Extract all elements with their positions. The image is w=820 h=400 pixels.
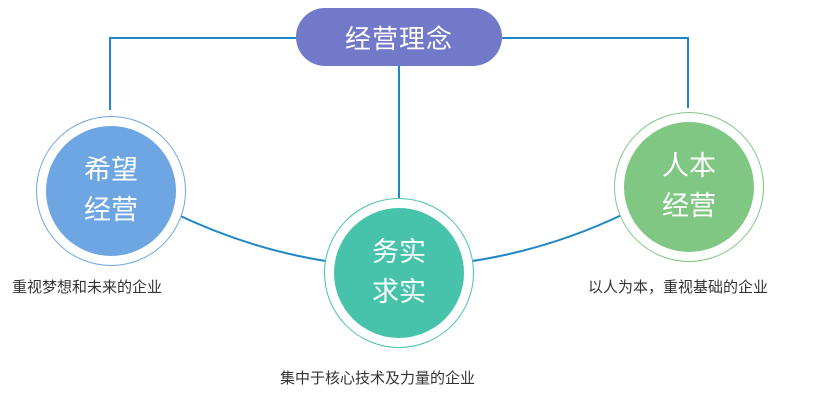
node-pragmatic-line1: 务实: [372, 237, 426, 268]
connector-title-right: [502, 37, 689, 108]
node-people-line1: 人本: [662, 151, 716, 182]
node-hope-disc: 希望 经营: [46, 126, 176, 256]
node-hope-line2: 经营: [84, 195, 138, 226]
title-pill: 经营理念: [296, 8, 502, 66]
node-people-oriented: 人本 经营: [614, 112, 764, 262]
title-text: 经营理念: [344, 24, 453, 55]
node-people-disc: 人本 经营: [624, 122, 754, 252]
node-pragmatic-disc: 务实 求实: [334, 208, 464, 338]
node-hope-line1: 希望: [84, 155, 138, 186]
caption-people: 以人为本，重视基础的企业: [588, 278, 769, 296]
connector-title-left: [109, 37, 296, 110]
node-pragmatic-line2: 求实: [372, 277, 426, 308]
node-hope-management: 希望 经营: [36, 116, 186, 266]
caption-pragmatic: 集中于核心技术及力量的企业: [280, 369, 476, 387]
node-pragmatic: 务实 求实: [324, 198, 474, 348]
node-people-line2: 经营: [662, 191, 716, 222]
caption-hope: 重视梦想和未来的企业: [12, 278, 163, 296]
connector-arc-right: [465, 211, 629, 263]
connector-arc-left: [171, 211, 333, 263]
